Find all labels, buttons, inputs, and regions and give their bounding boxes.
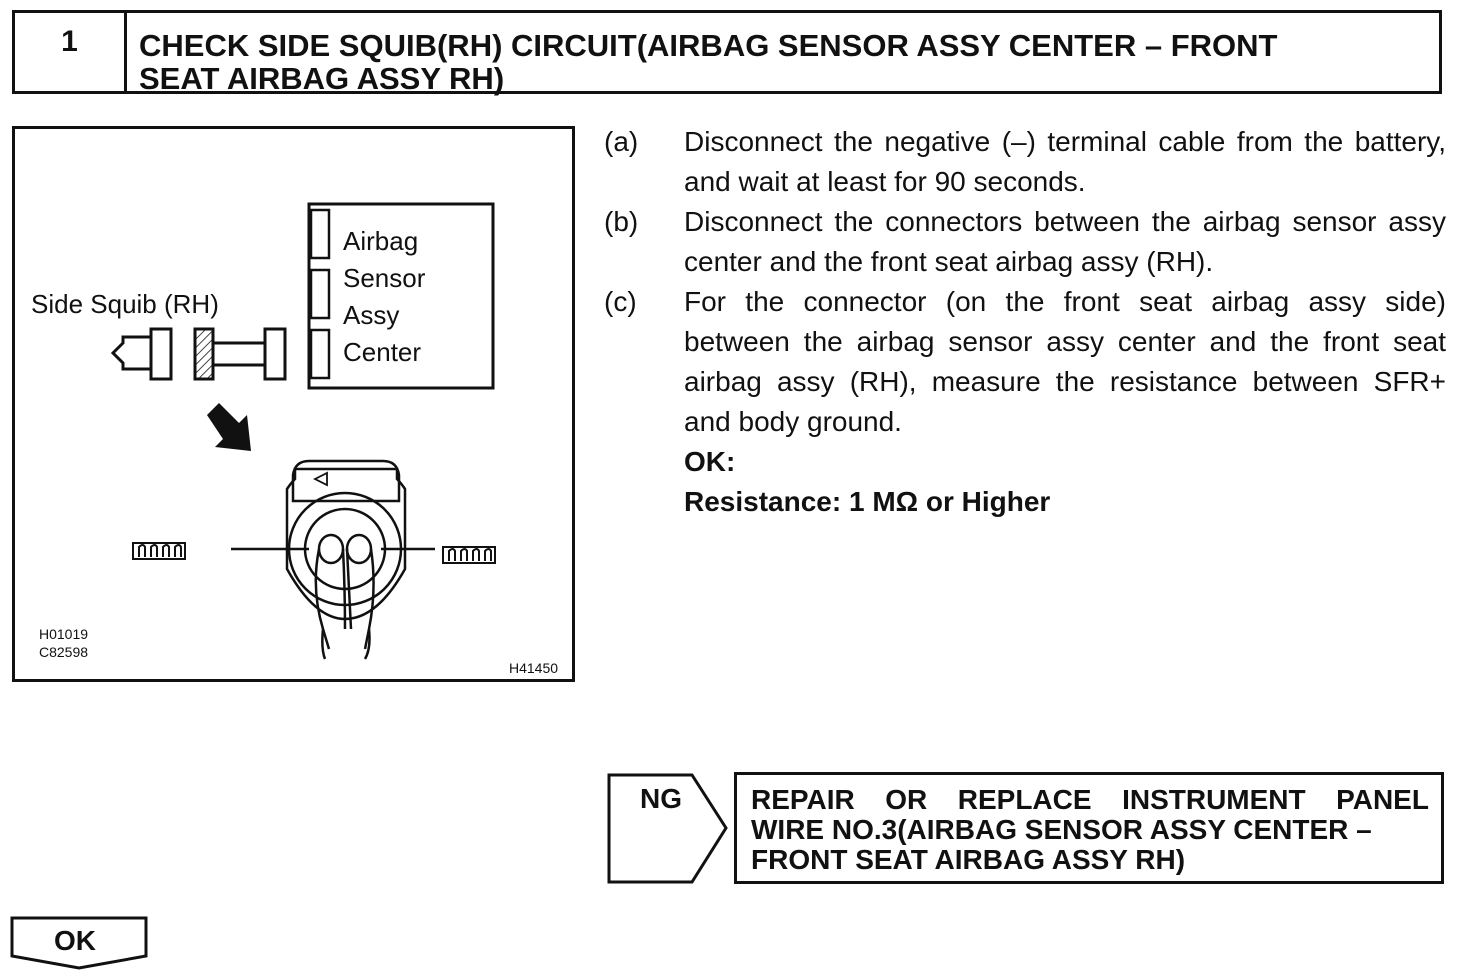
instruction-item: (c) For the connector (on the front seat… — [604, 282, 1446, 442]
ok-label: OK — [54, 925, 96, 956]
ng-action-word: INSTRUMENT — [1122, 784, 1306, 815]
ng-action-line-3: FRONT SEAT AIRBAG ASSY RH) — [751, 844, 1186, 875]
connector-illustration: Airbag Sensor Assy Center Side Squib (RH… — [12, 126, 575, 682]
instruction-letter: (c) — [604, 286, 637, 317]
ng-action-line-1: REPAIR OR REPLACE INSTRUMENT PANEL — [751, 785, 1429, 815]
step-title-line-1: CHECK SIDE SQUIB(RH) CIRCUIT(AIRBAG SENS… — [139, 28, 1278, 63]
sensor-label-line-2: Sensor — [343, 263, 426, 293]
arrow-icon — [207, 403, 251, 451]
instruction-letter: (a) — [604, 126, 639, 157]
connector-diagram: Airbag Sensor Assy Center Side Squib (RH… — [31, 202, 558, 676]
terminal-symbol-left — [132, 542, 186, 560]
step-number: 1 — [15, 13, 127, 91]
ok-spec-label: OK: — [684, 446, 736, 477]
step-title: CHECK SIDE SQUIB(RH) CIRCUIT(AIRBAG SENS… — [127, 13, 1439, 95]
ng-arrow-icon — [607, 773, 728, 884]
ng-action-word: OR — [885, 784, 928, 815]
sensor-label-line-4: Center — [343, 337, 421, 367]
instruction-text: Disconnect the connectors between the ai… — [684, 206, 1446, 277]
ok-spec-value: Resistance: 1 MΩ or Higher — [684, 486, 1051, 517]
side-squib-label: Side Squib (RH) — [31, 289, 219, 319]
sensor-label-line-3: Assy — [343, 300, 399, 330]
ng-action-line-2: WIRE NO.3(AIRBAG SENSOR ASSY CENTER – — [751, 814, 1372, 845]
instruction-item: (b) Disconnect the connectors between th… — [604, 202, 1446, 282]
airbag-sensor-box: Airbag Sensor Assy Center — [307, 202, 495, 390]
ok-arrow-icon — [10, 916, 148, 970]
ng-label: NG — [640, 783, 682, 814]
figure-id: H41450 — [509, 660, 558, 676]
sensor-label-line-1: Airbag — [343, 226, 418, 256]
step-title-line-2: SEAT AIRBAG ASSY RH) — [139, 61, 505, 96]
instruction-text: For the connector (on the front seat air… — [684, 286, 1446, 437]
connector-chain — [110, 327, 287, 381]
ng-action-box: REPAIR OR REPLACE INSTRUMENT PANEL WIRE NO.3… — [734, 772, 1444, 884]
instructions: (a) Disconnect the negative (–) terminal… — [604, 122, 1446, 522]
instruction-item: (a) Disconnect the negative (–) terminal… — [604, 122, 1446, 202]
connector-closeup — [231, 459, 435, 660]
figure-code-2: C82598 — [39, 644, 88, 660]
terminal-symbol-right — [442, 546, 496, 564]
instruction-text: Disconnect the negative (–) terminal cab… — [684, 126, 1446, 197]
figure-code-1: H01019 — [39, 626, 88, 642]
step-header: 1 CHECK SIDE SQUIB(RH) CIRCUIT(AIRBAG SE… — [12, 10, 1442, 95]
ng-action-word: PANEL — [1336, 784, 1429, 815]
ng-action-word: REPLACE — [957, 784, 1092, 815]
instruction-letter: (b) — [604, 206, 639, 237]
ng-action-word: REPAIR — [751, 784, 855, 815]
